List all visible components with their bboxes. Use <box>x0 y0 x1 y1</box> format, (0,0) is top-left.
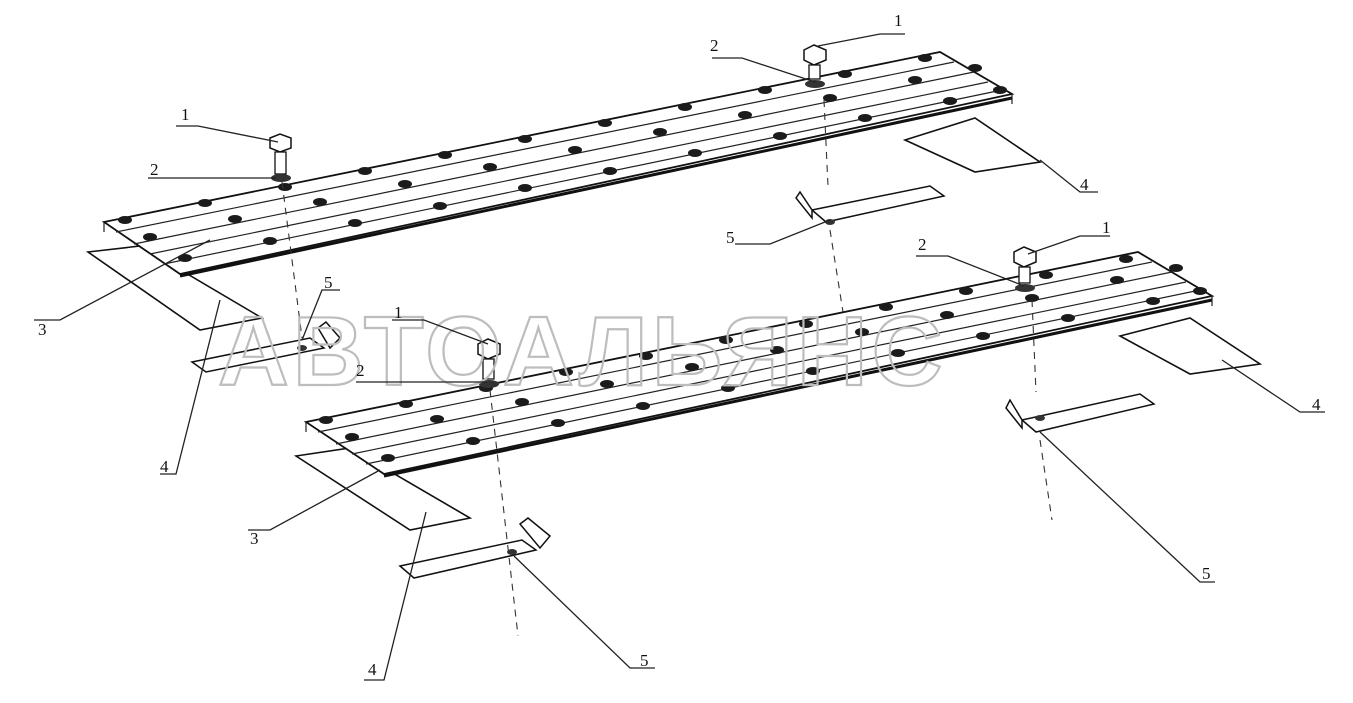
bottom-center-bracket <box>398 517 552 579</box>
callout-bottom-left-rail: 3 <box>250 529 259 548</box>
bottom-center-bolt <box>477 338 501 388</box>
top-right-bolt <box>803 44 827 88</box>
callout-bottom-center-bolt: 1 <box>394 303 403 322</box>
bottom-rail-rivets <box>319 255 1207 462</box>
callout-top-left-washer: 2 <box>150 160 159 179</box>
top-left-plate <box>85 245 265 331</box>
callout-top-right-bracket: 5 <box>726 228 735 247</box>
bottom-left-plate <box>293 447 473 531</box>
top-left-bracket <box>190 320 342 373</box>
callout-bottom-right-bolt: 1 <box>1102 218 1111 237</box>
callout-top-right-plate: 4 <box>1080 175 1089 194</box>
top-left-bolt <box>269 133 292 182</box>
callout-bottom-right-washer: 2 <box>918 235 927 254</box>
bottom-assembly <box>293 246 1263 637</box>
top-rail-rivets <box>118 54 1007 262</box>
callout-bottom-center-bracket: 5 <box>640 651 649 670</box>
callout-top-left-bracket: 5 <box>324 273 333 292</box>
callout-top-right-washer: 2 <box>710 36 719 55</box>
callout-bottom-center-washer: 2 <box>356 361 365 380</box>
bottom-right-bolt <box>1013 246 1037 292</box>
callout-bottom-right-plate: 4 <box>1312 395 1321 414</box>
bottom-right-plate <box>1117 317 1263 375</box>
top-right-bracket <box>795 185 946 225</box>
callout-bottom-right-bracket: 5 <box>1202 564 1211 583</box>
watermark: АВТОАЛЬЯНС <box>218 296 946 406</box>
bottom-right-bracket <box>1005 393 1156 433</box>
callout-bottom-left-plate: 4 <box>368 660 377 679</box>
callout-labels: 1 2 4 5 1 2 3 4 5 1 2 3 4 5 1 2 4 5 <box>38 11 1321 679</box>
top-right-plate <box>902 117 1043 173</box>
leader-lines <box>34 33 1325 681</box>
top-rail <box>101 51 1015 278</box>
callout-top-left-plate: 4 <box>160 457 169 476</box>
callout-top-left-bolt: 1 <box>181 105 190 124</box>
bottom-rail <box>303 251 1215 478</box>
callout-top-left-rail: 3 <box>38 320 47 339</box>
callout-top-right-bolt: 1 <box>894 11 903 30</box>
top-assembly <box>85 44 1043 373</box>
